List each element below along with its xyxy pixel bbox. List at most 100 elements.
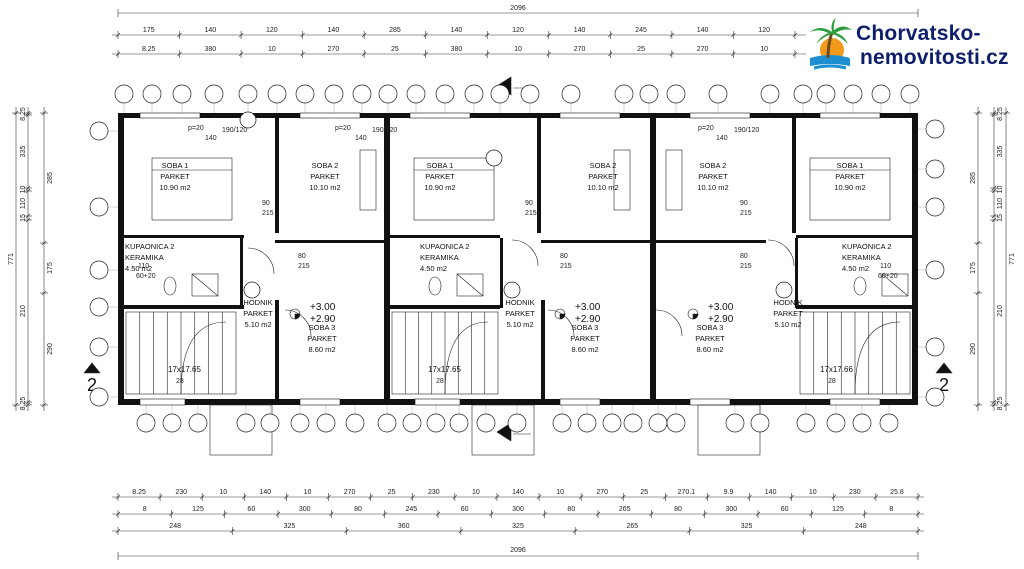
dim-slash [792, 32, 798, 38]
dim-slash [423, 51, 428, 57]
door-swing [547, 309, 575, 337]
dim-slash [177, 32, 182, 38]
grid-bubble [760, 84, 780, 104]
room-name: HODNIK [773, 298, 802, 307]
grid-bubble [316, 413, 336, 433]
dim-slash [915, 494, 921, 500]
grid-bubble [507, 413, 527, 433]
dim-label: 8 [143, 506, 147, 513]
dim-slash [238, 51, 244, 57]
dim-label: 270 [697, 46, 709, 53]
dim-slash [25, 399, 31, 405]
room-name: SOBA 2 [312, 161, 339, 170]
dim-slash [873, 494, 879, 500]
section-arrow [83, 362, 101, 374]
room-floor: PARKET [310, 172, 340, 181]
room-area: 4.50 m2 [420, 264, 447, 273]
room-area: 10.90 m2 [834, 183, 865, 192]
dim-label: 265 [626, 523, 638, 530]
dim-slash [975, 290, 981, 296]
toilet [163, 276, 177, 296]
door-dim: 80 [740, 253, 748, 260]
dim-slash [991, 217, 997, 223]
room-area: 8.60 m2 [308, 345, 335, 354]
section-arrow [935, 362, 953, 374]
level-mark: +3.00 [708, 302, 734, 313]
grid-bubble [490, 84, 510, 104]
grid-bubble [725, 413, 745, 433]
grid-bubble [816, 84, 836, 104]
grid-bubble [925, 159, 945, 179]
dim-slash [572, 528, 578, 534]
dim-slash [41, 402, 47, 408]
room-area: 5.10 m2 [244, 320, 271, 329]
grid-bubble [345, 413, 365, 433]
wall-bottom [118, 399, 918, 405]
dim-slash [242, 494, 247, 500]
dim-label: 60 [461, 506, 469, 513]
dim-label: 10 [809, 489, 817, 496]
wardrobe [613, 149, 631, 211]
grid-bubble [925, 337, 945, 357]
dim-label: 248 [169, 523, 181, 530]
dim-slash [687, 528, 692, 534]
dim-label: 60 [247, 506, 255, 513]
window [299, 112, 361, 119]
dim-label: 80 [674, 506, 682, 513]
dim-label: 140 [260, 489, 272, 496]
wall-interior [656, 240, 766, 243]
dim-slash [368, 494, 373, 500]
dim-slash [546, 32, 551, 38]
grid-bubble [750, 413, 770, 433]
grid-bubble [426, 413, 446, 433]
grid-bubble [852, 413, 872, 433]
dim-slash [25, 213, 31, 219]
dim-label: 15 [997, 214, 1004, 222]
dim-label: 290 [47, 343, 54, 355]
dim-slash [991, 402, 997, 408]
stair-arrow [444, 321, 489, 395]
grid-bubble [925, 119, 945, 139]
dim-slash [230, 528, 235, 534]
wall-interior [650, 300, 654, 400]
shower-diag [191, 273, 219, 297]
dim-label: 8 [889, 506, 893, 513]
grid-bubble [267, 84, 287, 104]
grid-bubble [188, 413, 208, 433]
window-dim: 190/120 [372, 127, 397, 134]
wall-interior [500, 238, 503, 308]
dim-slash [578, 494, 584, 500]
mark-bubble [775, 281, 793, 299]
dim-slash [731, 51, 736, 57]
room-floor: PARKET [160, 172, 190, 181]
room-name: SOBA 1 [162, 161, 189, 170]
grid-bubble [89, 297, 109, 317]
dim-label: 290 [970, 343, 977, 355]
dim-label: 80 [354, 506, 362, 513]
grid-bubble [435, 84, 455, 104]
dim-slash [25, 112, 31, 118]
shower-diag [456, 273, 484, 297]
dim-slash [915, 528, 921, 534]
grid-bubble [172, 84, 192, 104]
window [559, 112, 621, 119]
toilet [428, 276, 442, 296]
stair-label: 17x17.66 [820, 365, 853, 374]
dim-slash [975, 402, 981, 408]
dim-slash [25, 110, 31, 116]
window [819, 112, 881, 119]
window [139, 398, 186, 406]
party-wall-2 [650, 113, 656, 405]
dim-label: 140 [512, 489, 524, 496]
dim-slash [542, 511, 547, 517]
brand-logo[interactable]: Chorvatsko- nemovitosti.cz [806, 18, 1018, 76]
section-label: 2 [87, 375, 97, 395]
room-name: SOBA 3 [309, 323, 336, 332]
window [409, 112, 471, 119]
grid-bubble [142, 84, 162, 104]
bed [413, 157, 495, 221]
dim-slash [452, 494, 458, 500]
dim-label: 140 [765, 489, 777, 496]
dim-label: 8.25 [142, 46, 156, 53]
level-mark: +3.00 [575, 302, 601, 313]
